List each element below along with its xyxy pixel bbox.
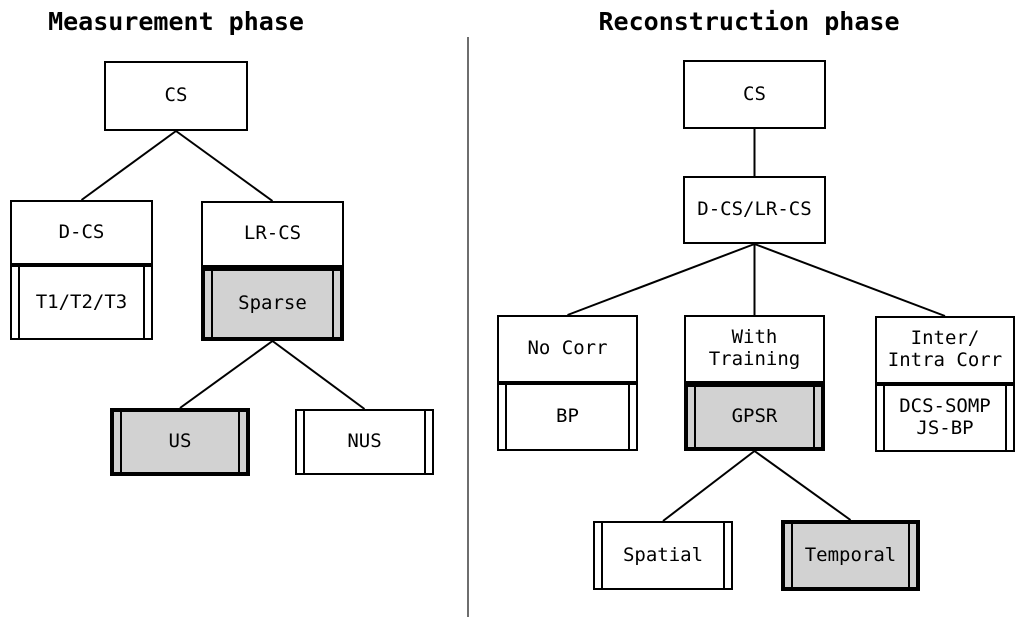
stack-rule-right [424, 411, 426, 473]
node-t1-t2-t3: T1/T2/T3 [10, 265, 153, 340]
node-dcs-somp-js-bp: DCS-SOMP JS-BP [875, 384, 1015, 452]
stack-rule-left [18, 267, 20, 338]
stack-rule-right [723, 523, 725, 588]
node-label: GPSR [731, 405, 778, 428]
node-cs: CS [104, 61, 248, 131]
node-label: With Training [708, 326, 801, 370]
node-d-cs: D-CS [10, 200, 153, 265]
edge-cs-to-lr-cs [175, 130, 274, 202]
stack-rule-right [332, 271, 334, 337]
panel-title-reconstruction: Reconstruction phase [598, 7, 900, 36]
node-label: CS [743, 82, 766, 105]
node-us: US [110, 408, 250, 476]
node-label: DCS-SOMP JS-BP [899, 395, 991, 439]
node-label: Temporal [804, 543, 897, 566]
node-temporal: Temporal [781, 520, 920, 591]
stack-rule-right [1005, 386, 1007, 450]
edge-cs-to-d-cs [80, 130, 177, 201]
node-no-corr: No Corr [497, 315, 638, 383]
node-label: LR-CS [243, 222, 302, 245]
edge-gpsr-to-spatial [662, 450, 756, 522]
stack-rule-right [143, 267, 145, 338]
stack-rule-right [813, 387, 815, 447]
node-d-cs-lr-cs: D-CS/LR-CS [683, 176, 826, 244]
node-sparse: Sparse [201, 267, 344, 341]
stack-rule-left [303, 411, 305, 473]
node-cs: CS [683, 60, 826, 129]
node-bp: BP [497, 383, 638, 451]
node-nus: NUS [295, 409, 434, 475]
edge-gpsr-to-temporal [753, 450, 852, 521]
node-lr-cs: LR-CS [201, 201, 344, 267]
edge-sparse-to-us [179, 340, 274, 409]
node-gpsr: GPSR [684, 383, 825, 451]
edge-d-cs-lr-cs-to-no-corr [567, 243, 755, 316]
node-label: US [168, 430, 192, 453]
stack-rule-left [694, 387, 696, 447]
node-label: Spatial [622, 543, 704, 566]
stack-rule-left [505, 385, 507, 449]
stack-rule-left [601, 523, 603, 588]
edge-d-cs-lr-cs-to-inter-intra-corr [754, 243, 946, 317]
node-inter-intra-corr: Inter/ Intra Corr [875, 316, 1015, 384]
stack-rule-right [238, 412, 240, 472]
node-with-training: With Training [684, 315, 825, 383]
node-label: Inter/ Intra Corr [887, 327, 1003, 371]
stack-rule-right [908, 524, 910, 587]
stack-rule-right [628, 385, 630, 449]
node-label: D-CS/LR-CS [697, 198, 812, 221]
node-label: BP [556, 405, 579, 428]
stack-rule-left [883, 386, 885, 450]
node-label: CS [164, 84, 188, 107]
panel-divider [467, 37, 469, 617]
stack-rule-left [211, 271, 213, 337]
node-label: Sparse [238, 292, 307, 315]
stack-rule-left [120, 412, 122, 472]
node-spatial: Spatial [593, 521, 733, 590]
node-label: T1/T2/T3 [35, 290, 128, 313]
panel-title-measurement: Measurement phase [48, 7, 304, 36]
node-label: D-CS [58, 220, 105, 243]
node-label: NUS [347, 430, 382, 453]
node-label: No Corr [527, 337, 608, 360]
stack-rule-left [791, 524, 793, 587]
edge-sparse-to-nus [271, 340, 366, 410]
